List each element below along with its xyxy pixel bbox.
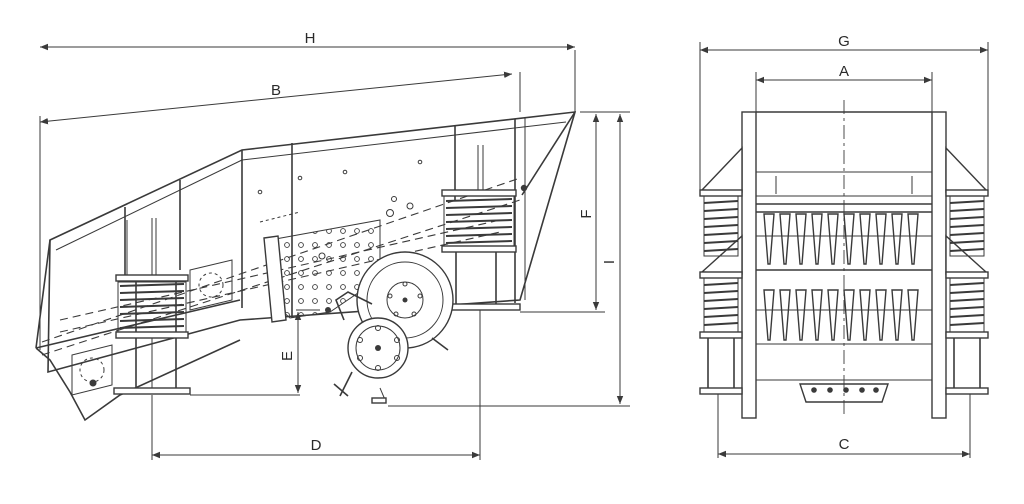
front-left-upper-spring <box>703 195 739 257</box>
right-spring-assembly <box>439 145 521 311</box>
screen-body <box>35 111 577 422</box>
dimension-label-i: I <box>601 260 618 264</box>
dimension-label-d: D <box>311 437 322 454</box>
side-view: H B F I E D <box>35 30 630 460</box>
front-view: G A C <box>699 33 989 458</box>
front-springs <box>703 195 985 333</box>
dimension-b: B <box>39 71 513 125</box>
left-spring-coils <box>117 281 187 333</box>
front-right-bracket <box>945 146 989 395</box>
exciter-motor <box>333 251 454 404</box>
dimension-f: F <box>578 114 600 310</box>
dimension-d: D <box>152 437 480 459</box>
dimension-e: E <box>279 312 302 393</box>
front-side-frames <box>741 111 947 419</box>
dimension-label-f: F <box>578 209 595 218</box>
dimension-c: C <box>718 436 970 458</box>
side-inspection-panels <box>71 259 233 396</box>
exciter-bolts <box>357 281 423 371</box>
dimension-h: H <box>40 30 575 51</box>
dimension-label-g: G <box>838 33 850 50</box>
front-left-lower-spring <box>703 277 739 333</box>
front-left-bracket <box>699 146 743 395</box>
left-spring-assembly <box>113 218 191 395</box>
dimension-g: G <box>700 33 988 54</box>
front-lower-deck-wedges <box>756 289 932 345</box>
dimension-label-a: A <box>839 63 849 80</box>
right-spring-coils <box>443 195 515 247</box>
side-view-reference-lines <box>39 50 630 460</box>
dimension-label-c: C <box>839 436 850 453</box>
dimension-label-h: H <box>305 30 316 47</box>
dimension-a: A <box>756 63 932 84</box>
dimension-label-e: E <box>279 351 296 361</box>
front-upper-deck-wedges <box>756 213 932 271</box>
dimension-label-b: B <box>271 82 281 99</box>
front-right-lower-spring <box>949 277 985 333</box>
side-plate-bolt-holes <box>89 159 528 387</box>
dimension-i: I <box>601 114 624 404</box>
front-right-upper-spring <box>949 195 985 257</box>
